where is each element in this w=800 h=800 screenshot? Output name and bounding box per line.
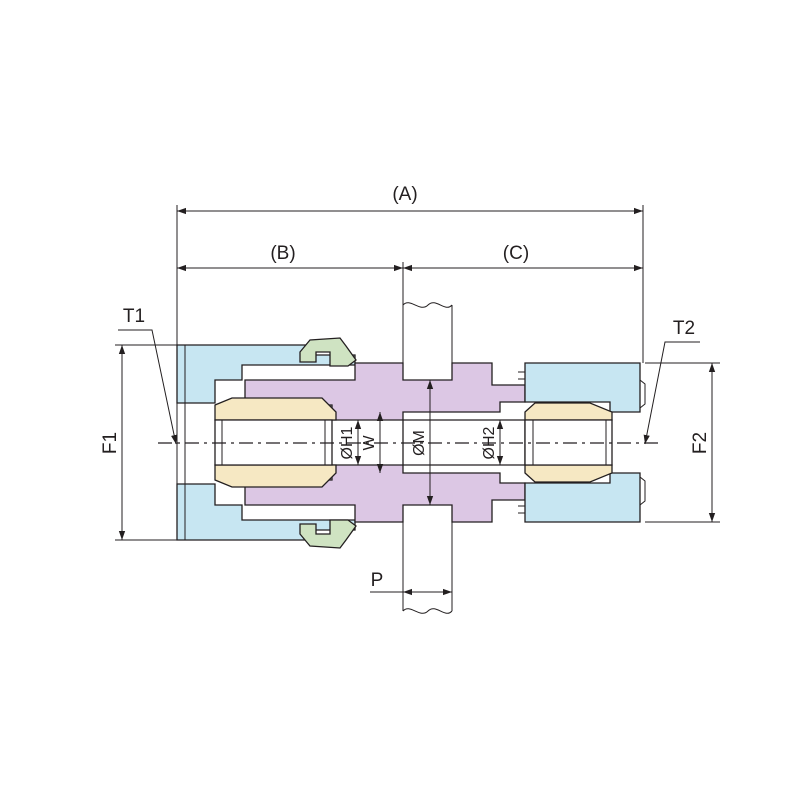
dimension-lines	[115, 205, 720, 596]
leader-t2	[643, 341, 700, 445]
left-ferrule-top	[214, 397, 337, 421]
label-b: (B)	[270, 243, 295, 264]
locknut-top	[299, 337, 357, 367]
label-h1: ØH1	[339, 426, 356, 459]
locknut-bottom	[299, 519, 357, 549]
label-w: W	[361, 435, 378, 451]
left-ferrule-bottom	[214, 464, 337, 488]
ferrules	[214, 397, 613, 488]
right-ferrule-top	[524, 402, 613, 421]
label-t2: T2	[673, 318, 695, 339]
label-p: P	[371, 570, 384, 591]
label-f2: F2	[690, 432, 711, 454]
label-c: (C)	[503, 243, 529, 264]
leader-t1	[118, 329, 178, 445]
label-t1: T1	[123, 306, 145, 327]
right-nut	[518, 362, 646, 523]
label-m: ØM	[411, 430, 428, 456]
label-f1: F1	[100, 432, 121, 454]
label-h2: ØH2	[481, 426, 498, 459]
locknut	[299, 337, 357, 549]
label-a: (A)	[392, 184, 417, 205]
right-ferrule-bottom	[524, 464, 613, 483]
labels: (A) (B) (C) T1 T2 F1 F2 ØH1 W ØM ØH2 P	[100, 184, 711, 591]
